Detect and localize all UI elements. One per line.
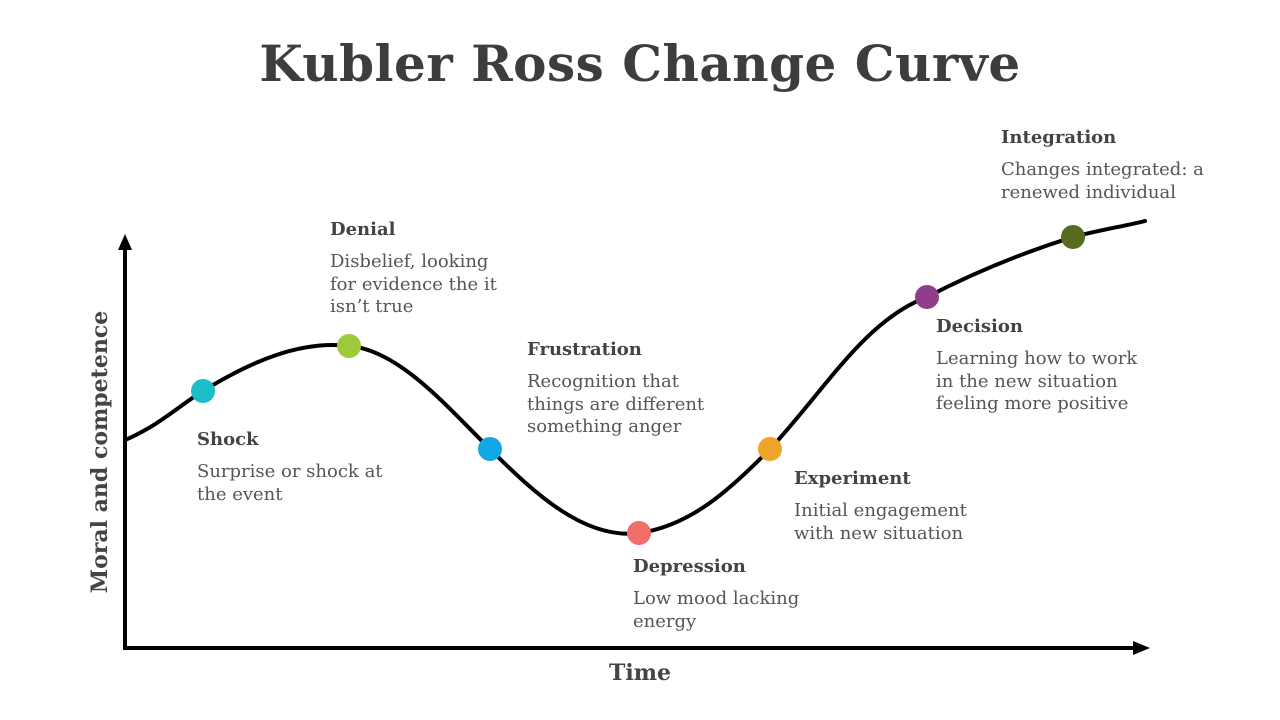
- stage-marker-frustration: [478, 437, 502, 461]
- stage-marker-shock: [191, 379, 215, 403]
- stage-desc-line: in the new situation: [936, 370, 1118, 392]
- stage-desc-line: Surprise or shock at: [197, 461, 383, 482]
- stage-name: Decision: [936, 316, 1023, 337]
- y-axis-arrowhead: [118, 234, 132, 250]
- stage-desc-line: feeling more positive: [936, 393, 1129, 414]
- stage-desc-line: things are different: [527, 393, 705, 415]
- stage-marker-decision: [915, 285, 939, 309]
- stage-desc-line: energy: [633, 610, 697, 632]
- stage-desc-line: Recognition that: [527, 371, 679, 392]
- stage-marker-denial: [337, 334, 361, 358]
- stage-desc-line: isn’t true: [330, 296, 414, 317]
- x-axis-arrowhead: [1133, 641, 1150, 655]
- y-axis-label: Moral and competence: [87, 310, 113, 594]
- stage-name: Frustration: [527, 339, 642, 360]
- stage-desc-line: the event: [197, 483, 283, 505]
- stage-name: Experiment: [794, 468, 911, 489]
- stage-desc-line: something anger: [527, 416, 682, 437]
- stage-decision: Decision Learning how to work in the new…: [936, 316, 1137, 416]
- stage-marker-experiment: [758, 437, 782, 461]
- page-title: Kubler Ross Change Curve: [259, 34, 1021, 93]
- stage-depression: Depression Low mood lacking energy: [633, 556, 799, 633]
- stage-shock: Shock Surprise or shock at the event: [197, 429, 383, 506]
- stage-name: Shock: [197, 429, 259, 450]
- stage-frustration: Frustration Recognition that things are …: [527, 339, 704, 439]
- stage-integration: Integration Changes integrated: a renewe…: [1001, 127, 1204, 204]
- stage-desc-line: Changes integrated: a: [1001, 159, 1204, 180]
- stage-experiment: Experiment Initial engagement with new s…: [794, 468, 967, 545]
- stage-marker-depression: [627, 521, 651, 545]
- stage-marker-integration: [1061, 225, 1085, 249]
- stage-desc-line: with new situation: [794, 522, 964, 544]
- stage-desc-line: Disbelief, looking: [330, 251, 489, 272]
- stage-name: Depression: [633, 556, 746, 577]
- stage-desc-line: renewed individual: [1001, 181, 1176, 203]
- stage-denial: Denial Disbelief, looking for evidence t…: [330, 219, 497, 319]
- stage-name: Integration: [1001, 127, 1117, 148]
- stage-name: Denial: [330, 219, 396, 240]
- stage-desc-line: Initial engagement: [794, 500, 967, 521]
- stage-desc-line: Learning how to work: [936, 348, 1138, 369]
- stage-desc-line: for evidence the it: [330, 273, 497, 295]
- x-axis-label: Time: [608, 660, 671, 686]
- stage-desc-line: Low mood lacking: [633, 588, 800, 609]
